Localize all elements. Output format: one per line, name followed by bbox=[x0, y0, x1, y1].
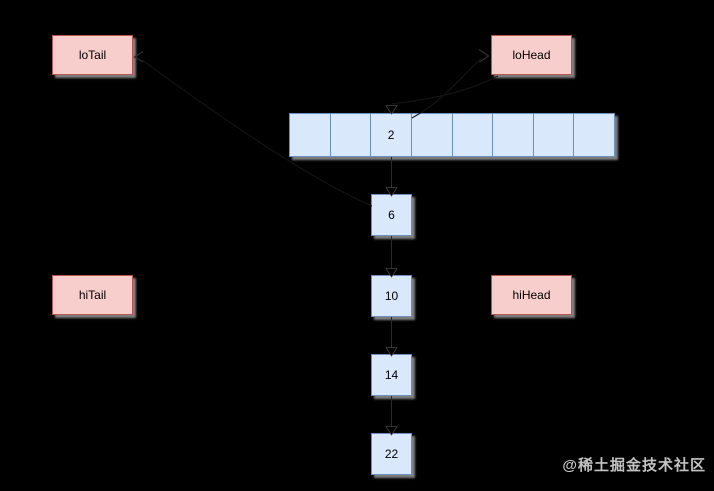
hi-head-label: hiHead bbox=[512, 288, 551, 302]
node-value: 22 bbox=[384, 447, 399, 461]
lo-tail-label: loTail bbox=[78, 48, 107, 62]
arrow-lohead-to-cell2 bbox=[391, 75, 499, 105]
node-value: 6 bbox=[388, 208, 395, 222]
lo-head-box: loHead bbox=[491, 35, 572, 75]
array-cell bbox=[493, 114, 534, 156]
array-cell bbox=[331, 114, 372, 156]
array-cell bbox=[574, 114, 614, 156]
list-node: 10 bbox=[371, 275, 412, 317]
hi-head-box: hiHead bbox=[491, 275, 572, 315]
lo-head-label: loHead bbox=[512, 48, 551, 62]
list-node: 6 bbox=[371, 194, 412, 236]
node-value: 10 bbox=[384, 289, 399, 303]
list-node: 14 bbox=[371, 354, 412, 396]
hi-tail-box: hiTail bbox=[52, 275, 133, 315]
bucket-array: 2 bbox=[289, 113, 615, 157]
array-cell bbox=[534, 114, 575, 156]
array-cell bbox=[453, 114, 494, 156]
list-node: 22 bbox=[371, 433, 412, 475]
arrow-cell2-to-lohead bbox=[411, 57, 483, 119]
array-cell bbox=[290, 114, 331, 156]
lo-tail-box: loTail bbox=[52, 35, 133, 75]
array-cell: 2 bbox=[371, 114, 412, 156]
node-value: 14 bbox=[384, 368, 399, 382]
array-cell bbox=[412, 114, 453, 156]
watermark: @稀土掘金技术社区 bbox=[562, 457, 706, 474]
arrowhead-lohead-icon bbox=[478, 48, 490, 63]
hi-tail-label: hiTail bbox=[78, 288, 107, 302]
arrowhead-lotail-icon bbox=[133, 50, 144, 63]
